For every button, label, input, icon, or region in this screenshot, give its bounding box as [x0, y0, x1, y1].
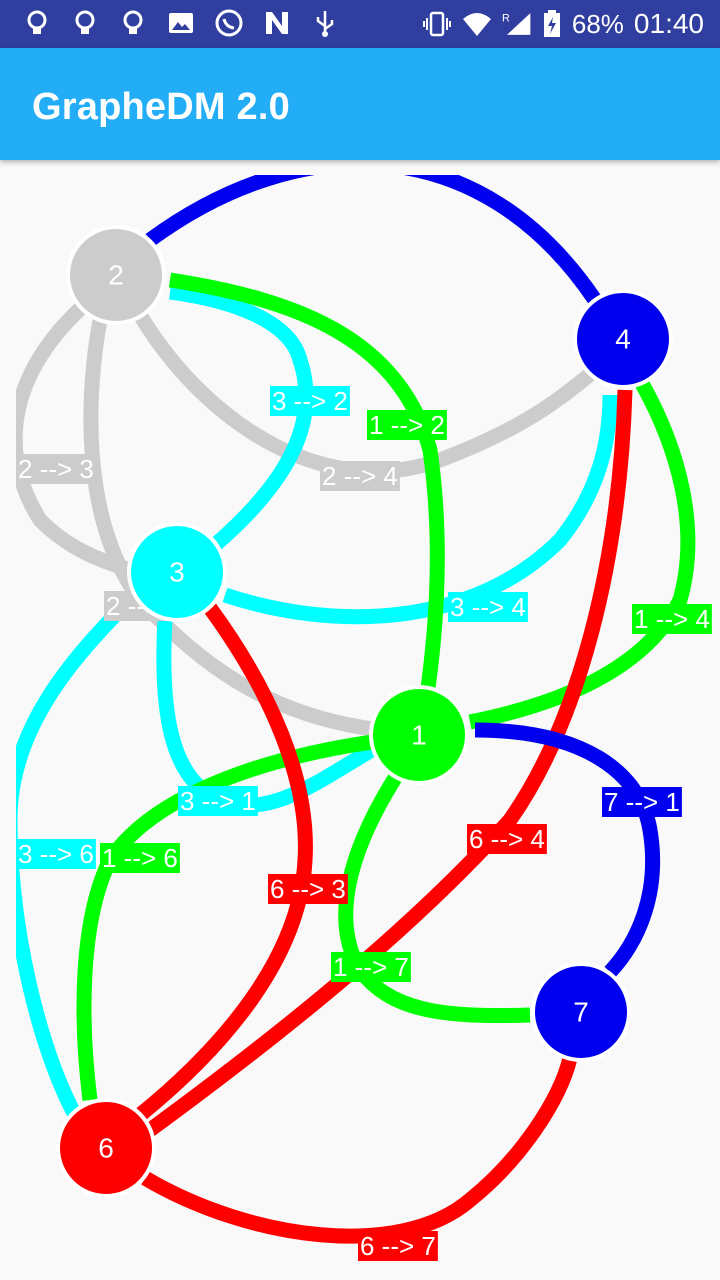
edge-label-background: [268, 874, 348, 904]
edge-label-6-3: 6 --> 3: [268, 874, 348, 904]
edge-label-background: [320, 461, 400, 491]
edge-label-background: [632, 604, 712, 634]
edge-label-text: 2 --> 4: [322, 461, 398, 491]
node-4[interactable]: 4: [573, 289, 673, 389]
node-label: 2: [108, 260, 124, 291]
edge-label-background: [358, 1231, 438, 1261]
edge-label-background: [602, 787, 682, 817]
node-circle[interactable]: [531, 962, 631, 1062]
clock: 01:40: [633, 8, 704, 39]
edge-label-text: 1 --> 6: [102, 843, 178, 873]
usb-icon: [316, 11, 334, 37]
edge-label-3-2: 3 --> 2: [270, 386, 350, 416]
edge-3-4[interactable]: [222, 394, 618, 625]
edge-label-2-4: 2 --> 4: [320, 461, 400, 491]
edge-label-text: 1 --> 4: [634, 604, 710, 634]
app-bar: GrapheDM 2.0: [0, 48, 720, 160]
edge-label-background: [16, 454, 96, 484]
edge-label-background: [16, 839, 96, 869]
bulb-icon: [27, 10, 47, 34]
graph-canvas[interactable]: 2 --> 42 --> 32 --> 13 --> 23 --> 43 -->…: [16, 175, 720, 1280]
edge-2-4[interactable]: [133, 311, 600, 479]
edge-label-6-7: 6 --> 7: [358, 1231, 438, 1261]
edge-label-1-2: 1 --> 2: [367, 410, 447, 440]
edge-label-text: 6 --> 3: [270, 874, 346, 904]
edge-3-2[interactable]: [169, 284, 314, 551]
edge-label-2-3: 2 --> 3: [16, 454, 96, 484]
edge-label-background: [100, 843, 180, 873]
node-label: 6: [98, 1133, 114, 1164]
edge-label-1-4: 1 --> 4: [632, 604, 712, 634]
system-icons: R 68% 01:40: [422, 6, 704, 42]
edge-1-4[interactable]: [468, 376, 696, 730]
graph-drawing[interactable]: 2 --> 42 --> 32 --> 13 --> 23 --> 43 -->…: [16, 175, 720, 1280]
edge-label-text: 6 --> 4: [469, 824, 545, 854]
node-7[interactable]: 7: [531, 962, 631, 1062]
n-icon: [266, 12, 288, 34]
node-circle[interactable]: [573, 289, 673, 389]
edge-label-7-1: 7 --> 1: [602, 787, 682, 817]
node-circle[interactable]: [369, 685, 469, 785]
edge-label-text: 1 --> 7: [333, 952, 409, 982]
node-circle[interactable]: [56, 1098, 156, 1198]
notification-icons: [22, 8, 340, 38]
edge-label-6-4: 6 --> 4: [467, 824, 547, 854]
edge-label-text: 3 --> 1: [180, 786, 256, 816]
edge-label-text: 3 --> 2: [272, 386, 348, 416]
node-1[interactable]: 1: [369, 685, 469, 785]
roaming-letter: R: [502, 13, 510, 25]
edge-label-1-7: 1 --> 7: [331, 952, 411, 982]
node-6[interactable]: 6: [56, 1098, 156, 1198]
edge-1-2[interactable]: [168, 272, 445, 690]
node-label: 7: [573, 997, 589, 1028]
edge-label-text: 7 --> 1: [604, 787, 680, 817]
edge-label-background: [448, 592, 528, 622]
edge-6-7[interactable]: [141, 1056, 578, 1244]
edge-6-3[interactable]: [135, 603, 313, 1121]
edge-2-4[interactable]: [145, 175, 602, 305]
edge-label-3-1: 3 --> 1: [178, 786, 258, 816]
whatsapp-icon: [215, 9, 243, 37]
node-label: 4: [615, 324, 631, 355]
vibrate-icon: [422, 11, 451, 37]
edge-label-3-4: 3 --> 4: [448, 592, 528, 622]
edge-label-background: [178, 786, 258, 816]
edge-label-3-6: 3 --> 6: [16, 839, 96, 869]
node-label: 3: [169, 557, 185, 588]
battery-charging-icon: [543, 10, 560, 37]
app-title: GrapheDM 2.0: [32, 86, 290, 128]
edge-label-text: 3 --> 4: [450, 592, 526, 622]
bulb-icon: [123, 10, 143, 34]
node-circle[interactable]: [66, 225, 166, 325]
edge-label-1-6: 1 --> 6: [100, 843, 180, 873]
edge-label-background: [331, 952, 411, 982]
battery-percentage: 68%: [571, 9, 624, 39]
node-label: 1: [411, 720, 427, 751]
signal-roaming-icon: R: [502, 13, 531, 35]
node-circle[interactable]: [127, 522, 227, 622]
edge-3-6[interactable]: [16, 594, 136, 1119]
node-3[interactable]: 3: [127, 522, 227, 622]
edge-label-background: [270, 386, 350, 416]
image-icon: [169, 13, 193, 33]
edge-label-text: 3 --> 6: [18, 839, 94, 869]
edge-label-text: 1 --> 2: [369, 410, 445, 440]
node-2[interactable]: 2: [66, 225, 166, 325]
edge-2-3[interactable]: [16, 294, 133, 578]
bulb-icon: [75, 10, 95, 34]
wifi-icon: [462, 13, 491, 36]
edge-label-background: [367, 410, 447, 440]
edge-label-background: [467, 824, 547, 854]
edge-6-4[interactable]: [145, 389, 633, 1137]
edge-label-text: 2 --> 3: [18, 454, 94, 484]
edge-7-1[interactable]: [474, 722, 661, 978]
status-bar: R 68% 01:40: [0, 0, 720, 48]
edge-label-text: 6 --> 7: [360, 1231, 436, 1261]
